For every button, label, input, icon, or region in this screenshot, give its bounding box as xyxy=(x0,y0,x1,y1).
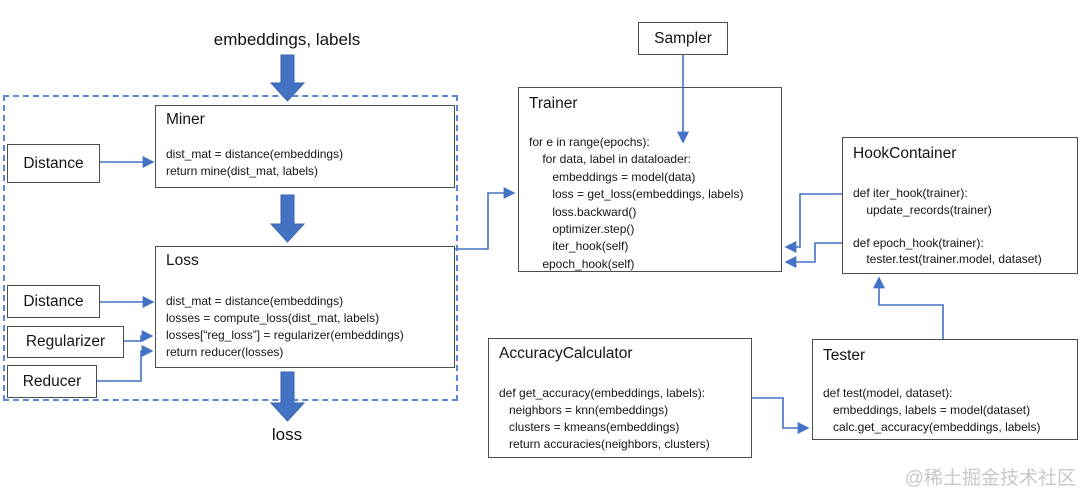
output-flow-label: loss xyxy=(271,425,303,444)
hook-container-box: HookContainer def iter_hook(trainer): up… xyxy=(842,137,1078,274)
loss-box: Loss dist_mat = distance(embeddings) los… xyxy=(155,246,455,368)
watermark-text: @稀土掘金技术社区 xyxy=(904,468,1076,489)
sampler-box: Sampler xyxy=(638,22,728,55)
connector-epoch-hook-to-trainer xyxy=(784,242,842,268)
distance-top-box: Distance xyxy=(7,144,100,183)
connector-accuracy-calculator-to-tester xyxy=(752,397,810,434)
distance-top-label: Distance xyxy=(23,154,84,172)
miner-box: Miner dist_mat = distance(embeddings) re… xyxy=(155,105,455,188)
tester-title: Tester xyxy=(823,347,866,364)
tester-code: def test(model, dataset): embeddings, la… xyxy=(823,386,1041,434)
reducer-label: Reducer xyxy=(22,372,82,390)
accuracy-calculator-code: def get_accuracy(embeddings, labels): ne… xyxy=(499,386,710,451)
miner-title: Miner xyxy=(166,111,205,128)
input-flow-label: embeddings, labels xyxy=(213,30,361,49)
hook-container-code: def iter_hook(trainer): update_records(t… xyxy=(853,186,1042,267)
connector-tester-to-hook-container xyxy=(873,276,944,339)
reducer-box: Reducer xyxy=(7,365,97,398)
connector-iter-hook-to-trainer xyxy=(784,193,842,253)
tester-box: Tester def test(model, dataset): embeddi… xyxy=(812,339,1078,440)
distance-bottom-label: Distance xyxy=(23,292,84,310)
loss-title: Loss xyxy=(166,252,199,269)
loss-code: dist_mat = distance(embeddings) losses =… xyxy=(166,294,404,359)
distance-bottom-box: Distance xyxy=(7,285,100,318)
connector-loss-to-trainer xyxy=(455,187,516,250)
hook-container-title: HookContainer xyxy=(853,145,957,162)
sampler-label: Sampler xyxy=(654,29,712,47)
trainer-code: for e in range(epochs): for data, label … xyxy=(529,135,744,271)
regularizer-box: Regularizer xyxy=(7,326,124,358)
trainer-title: Trainer xyxy=(529,95,578,112)
regularizer-label: Regularizer xyxy=(25,333,106,350)
accuracy-calculator-box: AccuracyCalculator def get_accuracy(embe… xyxy=(488,338,752,458)
trainer-box: Trainer for e in range(epochs): for data… xyxy=(518,87,782,272)
accuracy-calculator-title: AccuracyCalculator xyxy=(499,345,633,362)
miner-code: dist_mat = distance(embeddings) return m… xyxy=(166,147,344,178)
